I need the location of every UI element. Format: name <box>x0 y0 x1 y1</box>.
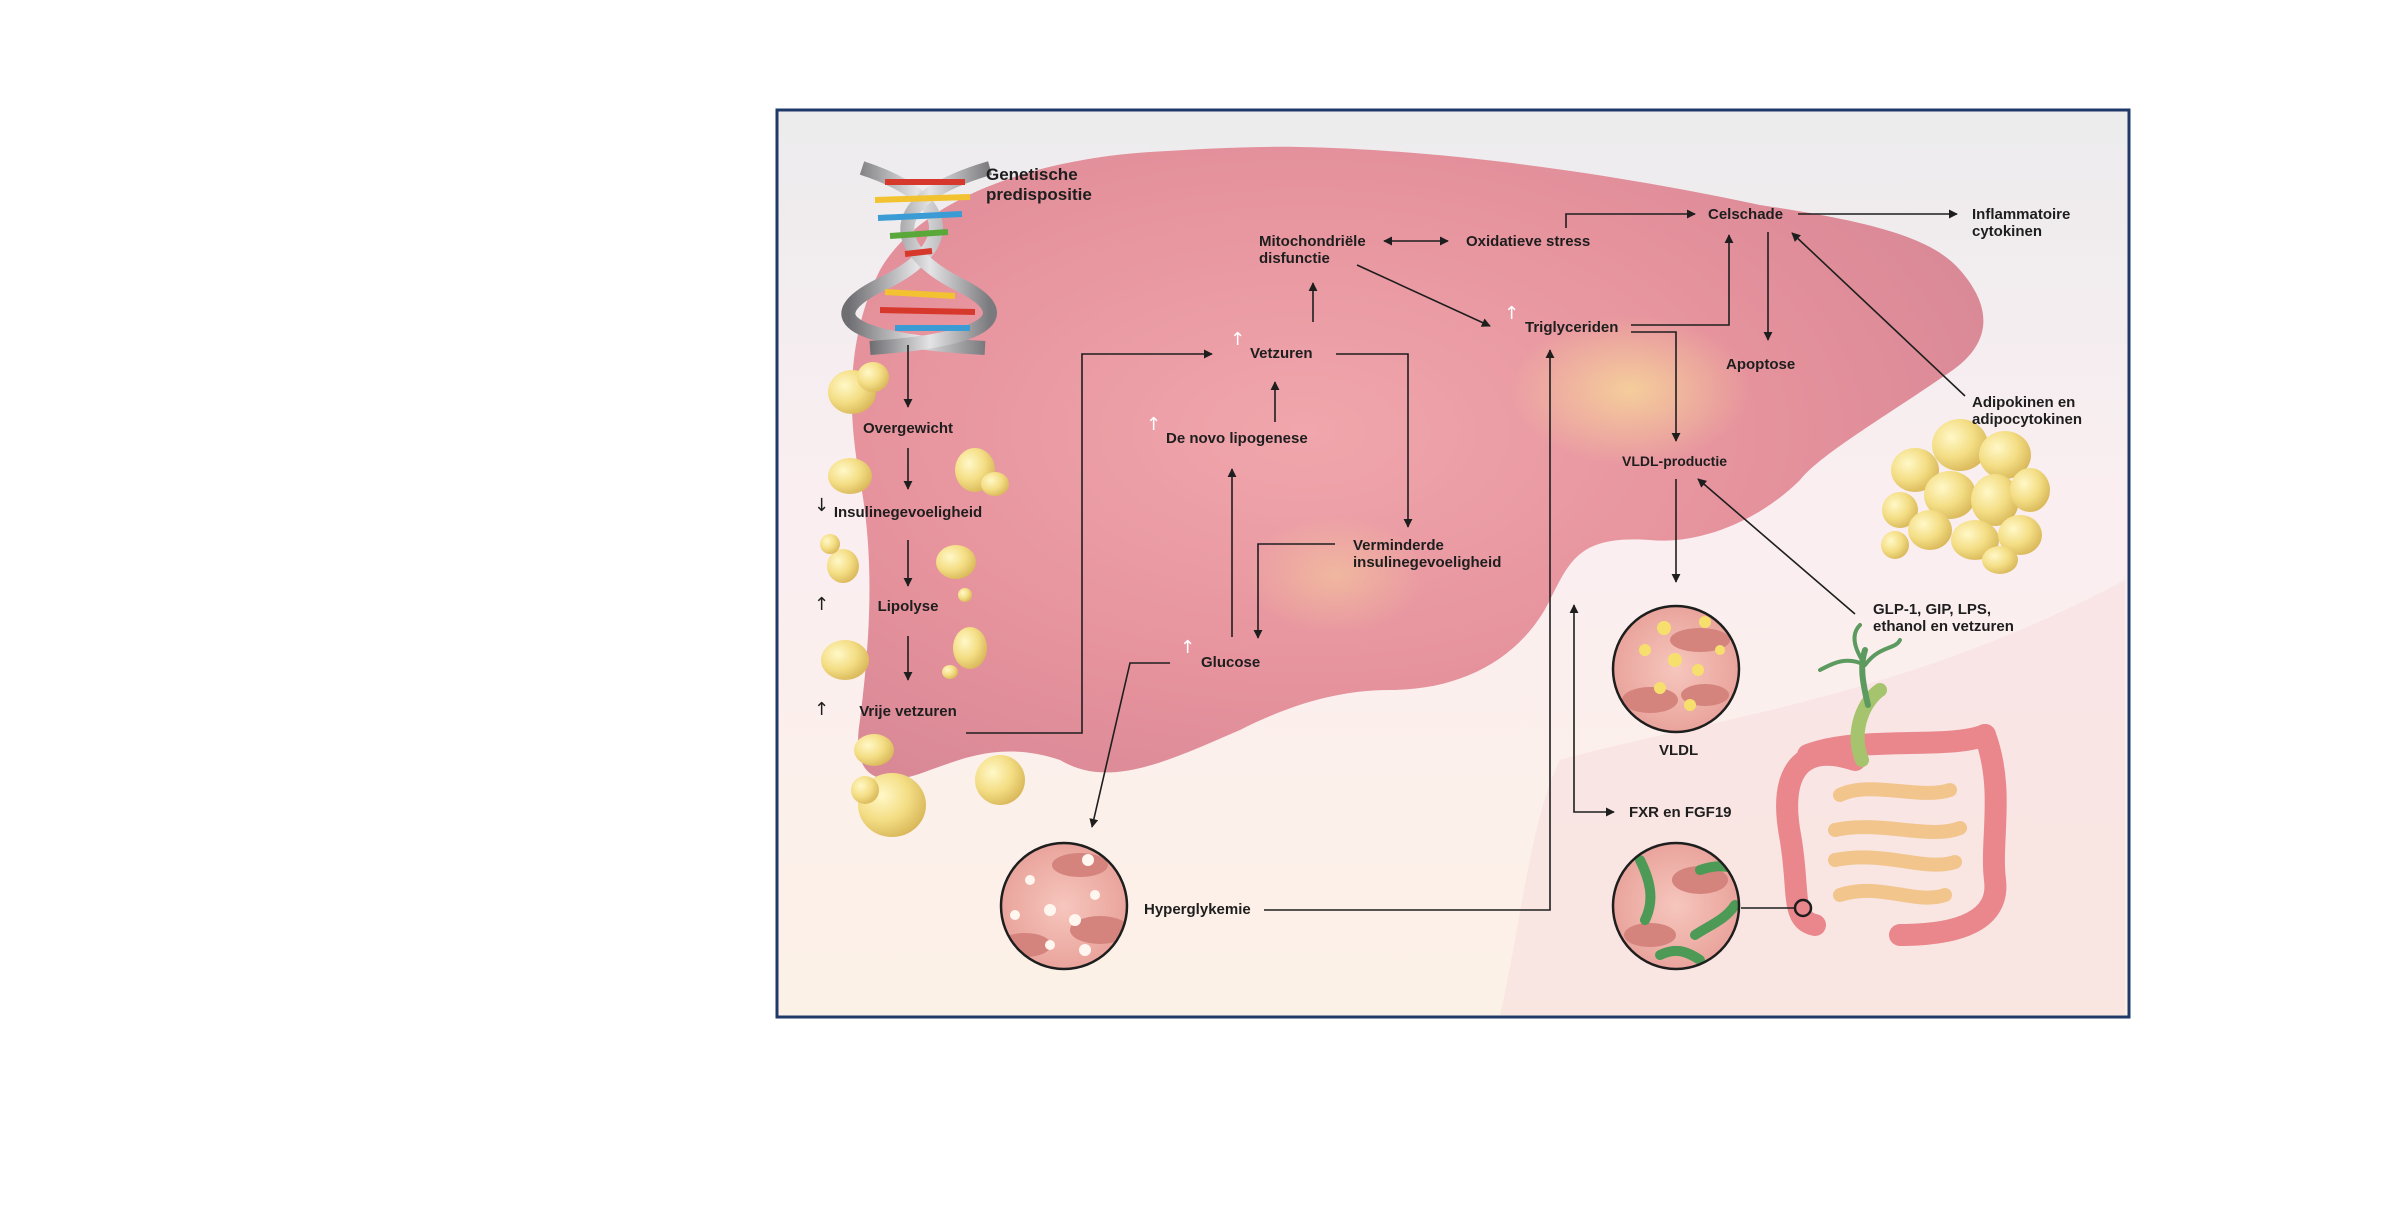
label-overweight: Overgewicht <box>862 420 954 437</box>
up-marker-lipolysis: ↑ <box>814 594 830 615</box>
up-marker-glucose: ↑ <box>1180 637 1196 658</box>
label-insulin-sensitivity: Insulinegevoeligheid <box>833 504 983 521</box>
label-triglycerides: Triglyceriden <box>1525 319 1619 336</box>
up-marker-lipogenesis: ↑ <box>1146 414 1162 435</box>
intestine-illustration <box>1776 623 2007 946</box>
down-marker-insulin-sensitivity: ↓ <box>814 495 830 516</box>
label-vldl: VLDL <box>1659 742 1699 759</box>
label-mitochondrial-dysfunction: Mitochondriële disfunctie <box>1259 233 1366 267</box>
label-cell-damage: Celschade <box>1708 206 1784 223</box>
up-marker-free-fatty-acids: ↑ <box>814 699 830 720</box>
label-oxidative-stress: Oxidatieve stress <box>1466 233 1591 250</box>
fat-cluster-right <box>1881 419 2050 574</box>
up-marker-triglycerides: ↑ <box>1504 303 1520 324</box>
dna-helix-icon <box>841 161 997 355</box>
label-adipokines: Adipokinen en adipocytokinen <box>1972 394 2083 428</box>
magnifier-vldl <box>1611 604 1741 734</box>
label-free-fatty-acids: Vrije vetzuren <box>859 703 957 720</box>
label-de-novo-lipogenesis: De novo lipogenese <box>1166 430 1308 447</box>
label-glucose: Glucose <box>1201 654 1261 671</box>
up-marker-fatty-acids: ↑ <box>1230 329 1246 350</box>
liver-shape <box>851 146 1984 780</box>
label-apoptosis: Apoptose <box>1726 356 1796 373</box>
label-reduced-insulin-sensitivity: Verminderde insulinegevoeligheid <box>1353 537 1502 571</box>
label-gut-factors: GLP-1, GIP, LPS, ethanol en vetzuren <box>1873 601 2014 635</box>
label-genetic-predisposition: Genetische predispositie <box>986 165 1092 204</box>
label-lipolysis: Lipolyse <box>877 598 939 615</box>
label-inflammatory-cytokines: Inflammatoire cytokinen <box>1972 206 2071 240</box>
magnifier-blood-glucose <box>999 841 1129 971</box>
label-vldl-production: VLDL-productie <box>1622 453 1727 469</box>
label-fxr-fgf19: FXR en FGF19 <box>1629 804 1732 821</box>
magnifier-gut-bacteria <box>1611 841 1741 971</box>
label-fatty-acids: Vetzuren <box>1250 345 1313 362</box>
label-hyperglycemia: Hyperglykemie <box>1144 901 1251 918</box>
fat-cells-left <box>820 362 1025 837</box>
flow-arrows <box>903 209 1966 911</box>
